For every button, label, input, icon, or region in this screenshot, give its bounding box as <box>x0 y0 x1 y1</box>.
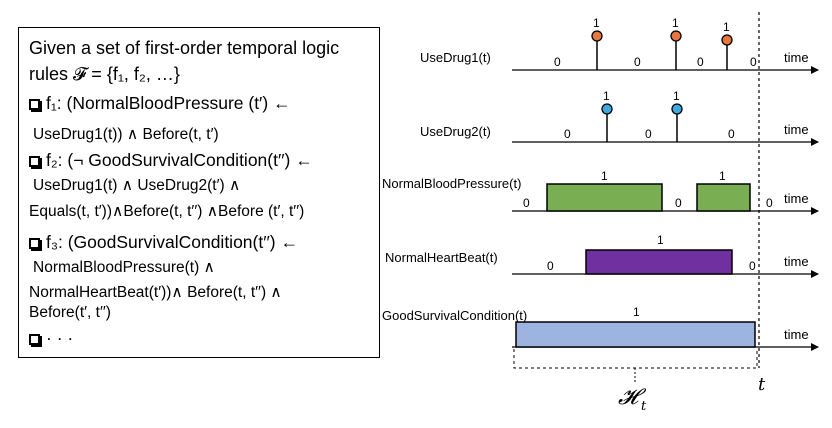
segment-value: 0 <box>749 259 756 273</box>
time-axis-label: time <box>784 327 809 342</box>
segment-value: 0 <box>675 196 682 210</box>
state-pulse <box>585 249 733 275</box>
drug2-marker-icon <box>601 103 613 115</box>
row-label-good-survival-condition: GoodSurvivalCondition(t) <box>382 308 527 323</box>
rule-f1-head: f₁: (NormalBloodPressure (t′) ← <box>29 93 291 114</box>
row-label-normal-blood-pressure: NormalBloodPressure(t) <box>382 176 521 191</box>
segment-value: 0 <box>645 127 652 141</box>
spike-event: 1 <box>591 16 603 70</box>
current-time-label: t <box>758 374 766 395</box>
rule-ellipsis-text: · · · <box>46 328 74 348</box>
spike-value: 1 <box>723 20 730 34</box>
spike-value: 1 <box>593 16 600 30</box>
checkbox-icon <box>29 99 40 110</box>
rule-f2-body-2: Equals(t, t′))∧Before(t, t′′) ∧Before (t… <box>29 203 305 220</box>
segment-value: 0 <box>564 127 571 141</box>
spike-event: 1 <box>671 89 683 142</box>
rule-f3-body-1: NormalBloodPressure(t) ∧ <box>33 259 215 276</box>
drug1-marker-icon <box>670 30 682 42</box>
history-subscript: t <box>641 399 647 414</box>
pulse-value: 1 <box>719 169 726 183</box>
state-pulse <box>546 183 663 212</box>
rules-panel: Given a set of first-order temporal logi… <box>18 27 380 358</box>
history-label: 𝓗 t <box>618 385 647 414</box>
segment-value: 0 <box>554 55 561 69</box>
time-axis-label: time <box>784 191 809 206</box>
state-pulse <box>696 183 751 212</box>
rule-f3-body-3: Before(t′, t′′) <box>29 304 111 321</box>
time-axis-label: time <box>784 122 809 137</box>
drug1-marker-icon <box>721 34 733 46</box>
pulse-value: 1 <box>601 169 608 183</box>
segment-value: 0 <box>547 259 554 273</box>
rule-f2-head: f₂: (¬ GoodSurvivalCondition(t′′) ← <box>29 150 313 171</box>
rules-intro-line: Given a set of first-order temporal logi… <box>29 38 340 58</box>
history-brace <box>513 349 758 369</box>
rule-f1-head-text: f₁: (NormalBloodPressure (t′) ← <box>46 93 291 113</box>
pulse-value: 1 <box>657 233 664 247</box>
rule-f1-body: UseDrug1(t)) ∧ Before(t, t′) <box>33 126 219 143</box>
rule-f3-head-text: f₃: (GoodSurvivalCondition(t′′) ← <box>46 232 298 252</box>
spike-event: 1 <box>721 20 733 70</box>
rule-f3-body-2: NormalHeartBeat(t′))∧ Before(t, t′′) ∧ <box>29 284 282 301</box>
segment-value: 0 <box>697 55 704 69</box>
segment-value: 0 <box>523 196 530 210</box>
spike-event: 1 <box>670 16 682 70</box>
drug2-marker-icon <box>671 103 683 115</box>
rule-f2-head-text: f₂: (¬ GoodSurvivalCondition(t′′) ← <box>46 150 313 170</box>
rule-f2-body-1: UseDrug1(t) ∧ UseDrug2(t′) ∧ <box>33 177 241 194</box>
segment-value: 0 <box>750 55 757 69</box>
time-axis-label: time <box>784 254 809 269</box>
row-label-usedrug1: UseDrug1(t) <box>420 50 491 65</box>
drug1-marker-icon <box>591 30 603 42</box>
checkbox-icon <box>29 156 40 167</box>
spike-value: 1 <box>603 89 610 103</box>
pulse-value: 1 <box>633 305 640 319</box>
rule-f3-head: f₃: (GoodSurvivalCondition(t′′) ← <box>29 232 298 253</box>
time-axis-label: time <box>784 50 809 65</box>
spike-value: 1 <box>673 89 680 103</box>
spike-value: 1 <box>672 16 679 30</box>
rule-ellipsis: · · · <box>29 328 73 349</box>
checkbox-icon <box>29 238 40 249</box>
checkbox-icon <box>29 334 40 345</box>
row-label-normal-heart-beat: NormalHeartBeat(t) <box>385 250 498 265</box>
row-label-usedrug2: UseDrug2(t) <box>420 124 491 139</box>
spike-event: 1 <box>601 89 613 142</box>
segment-value: 0 <box>766 196 773 210</box>
segment-value: 0 <box>728 127 735 141</box>
state-pulse <box>515 321 756 348</box>
segment-value: 0 <box>634 55 641 69</box>
rules-set-line: rules 𝓕 = {f₁, f₂, …} <box>29 64 180 84</box>
